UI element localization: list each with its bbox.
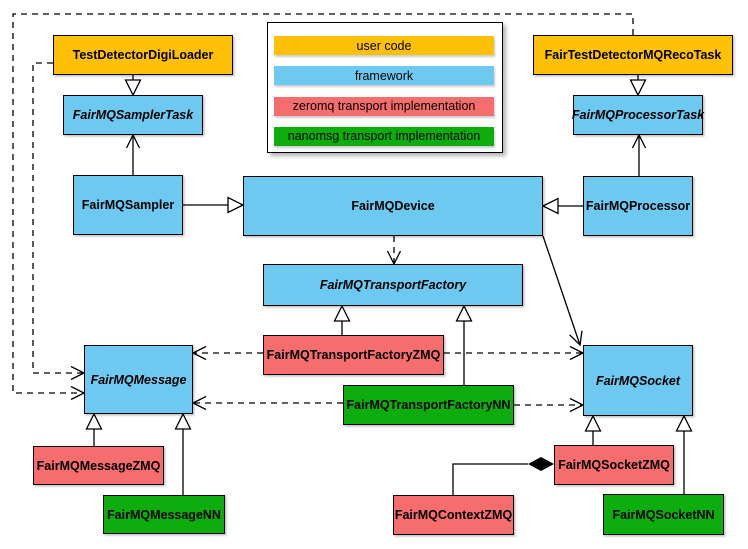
- node-fair-test-detector-mq-reco-task: FairTestDetectorMQRecoTask: [533, 35, 733, 75]
- edge-device-uses-socket: [542, 235, 583, 347]
- inheritance-arrowhead-icon: [675, 414, 693, 432]
- legend-item-nanomsg: nanomsg transport implementation: [274, 126, 494, 146]
- node-fairmq-sampler-task: FairMQSamplerTask: [63, 95, 203, 135]
- node-fairmq-processor: FairMQProcessor: [583, 176, 693, 236]
- edge-transport-factory-nn-creates-message: [191, 395, 343, 411]
- edge-digi-loader-extends-sampler-task: [124, 75, 142, 97]
- edge-processor-extends-device: [541, 197, 583, 215]
- inheritance-arrowhead-icon: [174, 412, 192, 430]
- open-arrowhead-icon: [191, 395, 207, 411]
- edge-processor-uses-processor-task: [631, 133, 647, 176]
- inheritance-arrowhead-icon: [124, 79, 142, 97]
- inheritance-arrowhead-icon: [584, 414, 602, 432]
- node-fairmq-transport-factory-nn: FairMQTransportFactoryNN: [343, 385, 514, 425]
- legend-item-framework: framework: [274, 66, 494, 86]
- inheritance-arrowhead-icon: [227, 196, 245, 214]
- edge-socket-nn-extends-socket: [675, 414, 693, 494]
- edge-line: [32, 62, 84, 374]
- open-arrowhead-icon: [631, 133, 647, 149]
- inheritance-arrowhead-icon: [629, 79, 647, 97]
- legend-item-zeromq: zeromq transport implementation: [274, 96, 494, 116]
- node-fairmq-socket-zmq: FairMQSocketZMQ: [554, 445, 674, 485]
- edge-line: [542, 235, 581, 346]
- edge-transport-factory-zmq-creates-socket: [444, 345, 585, 361]
- composition-diamond-icon: [528, 457, 554, 471]
- edge-device-depends-transport-factory: [386, 236, 402, 266]
- node-fairmq-processor-task: FairMQProcessorTask: [572, 95, 704, 135]
- node-fairmq-context-zmq: FairMQContextZMQ: [393, 495, 514, 535]
- node-fairmq-transport-factory: FairMQTransportFactory: [263, 264, 523, 306]
- open-arrowhead-icon: [191, 345, 207, 361]
- inheritance-arrowhead-icon: [541, 197, 559, 215]
- edge-socket-zmq-extends-socket: [584, 414, 602, 445]
- node-fairmq-device: FairMQDevice: [243, 176, 543, 236]
- node-fairmq-message-nn: FairMQMessageNN: [103, 495, 225, 534]
- edge-transport-factory-zmq-creates-message: [191, 345, 263, 361]
- node-fairmq-socket-nn: FairMQSocketNN: [603, 494, 724, 535]
- node-fairmq-socket: FairMQSocket: [583, 345, 693, 416]
- edge-sampler-extends-device: [183, 196, 245, 214]
- legend-item-user_code: user code: [274, 36, 494, 55]
- node-fairmq-message: FairMQMessage: [84, 345, 193, 414]
- edge-reco-task-extends-processor-task: [629, 75, 647, 97]
- edge-line: [12, 13, 634, 394]
- edge-line: [452, 463, 528, 495]
- inheritance-arrowhead-icon: [455, 304, 473, 322]
- legend-box: user code framework zeromq transport imple…: [267, 22, 503, 153]
- inheritance-arrowhead-icon: [333, 304, 351, 322]
- edge-sampler-uses-sampler-task: [125, 133, 141, 175]
- node-fairmq-transport-factory-zmq: FairMQTransportFactoryZMQ: [263, 335, 444, 375]
- edge-transport-factory-nn-extends-transport-factory: [455, 304, 473, 385]
- node-fairmq-message-zmq: FairMQMessageZMQ: [33, 446, 164, 485]
- edge-transport-factory-zmq-extends-transport-factory: [333, 304, 351, 335]
- node-fairmq-sampler: FairMQSampler: [73, 175, 183, 235]
- open-arrowhead-icon: [569, 330, 583, 347]
- edge-context-zmq-composition-socket-zmq: [452, 457, 554, 495]
- edge-message-nn-extends-message: [174, 412, 192, 495]
- inheritance-arrowhead-icon: [85, 412, 103, 430]
- edge-transport-factory-nn-creates-socket: [514, 397, 585, 413]
- open-arrowhead-icon: [125, 133, 141, 149]
- node-test-detector-digi-loader: TestDetectorDigiLoader: [53, 35, 233, 75]
- edge-message-zmq-extends-message: [85, 412, 103, 446]
